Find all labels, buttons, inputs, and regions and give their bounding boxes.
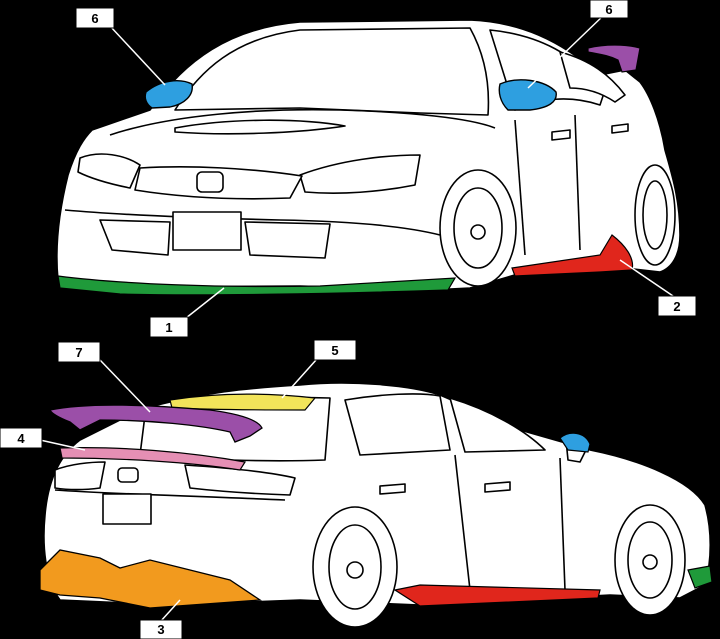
front-rear-window	[559, 51, 626, 103]
trunk-spoiler	[59, 447, 246, 471]
front-bumper	[64, 209, 441, 236]
rear-door-handle-2	[484, 481, 511, 493]
front-emblem	[196, 171, 224, 193]
rear-side-window-2	[449, 397, 546, 453]
front-hood	[109, 108, 496, 136]
rear-wing-front-view	[587, 44, 641, 73]
mirror-cover-front-left	[144, 80, 193, 109]
callout-1: 1	[149, 316, 189, 338]
leader-6-right	[527, 13, 606, 89]
callout-3: 3	[139, 619, 183, 639]
callout-6-right-label: 6	[605, 2, 612, 17]
rear-view-car	[43, 382, 712, 628]
front-lip-spoiler	[57, 275, 457, 296]
rear-side-window-1	[344, 393, 451, 456]
callout-1-label: 1	[165, 320, 172, 335]
front-windshield	[174, 27, 490, 116]
front-hub-front	[470, 224, 486, 240]
rear-hub-front	[642, 554, 658, 570]
leader-3	[159, 599, 181, 623]
callout-5-label: 5	[331, 343, 338, 358]
roof-spoiler	[169, 393, 317, 411]
rear-emblem	[117, 467, 139, 483]
mirror-cover-rear-view	[559, 432, 591, 453]
front-door-handle-2	[611, 123, 629, 134]
front-rim-rear	[642, 180, 668, 250]
front-lip-rear-view	[687, 565, 713, 589]
rear-trunk-line	[54, 489, 286, 501]
rear-door-line-2	[559, 457, 566, 591]
front-door-line	[514, 119, 526, 256]
leader-4	[39, 439, 86, 451]
callouts: 6 6 1 2 7 5 4 3	[0, 0, 697, 639]
rear-door-line	[454, 454, 471, 591]
callout-6-left-label: 6	[91, 11, 98, 26]
rear-diffuser	[39, 549, 262, 609]
front-door-handle	[551, 129, 571, 141]
rear-license-plate	[102, 493, 152, 525]
front-door-line-2	[574, 114, 581, 251]
callout-7: 7	[57, 341, 101, 363]
rear-hub-rear	[346, 561, 364, 579]
mirror-cover-front-right	[498, 79, 557, 111]
front-license-plate	[172, 211, 242, 251]
callout-6-right: 6	[589, 0, 629, 19]
rear-wing	[49, 404, 263, 443]
callout-6-left: 6	[75, 7, 115, 29]
front-hood-vent	[174, 119, 346, 135]
callout-4: 4	[0, 427, 43, 449]
leader-1	[185, 287, 225, 319]
leader-2	[619, 259, 677, 299]
front-lower-intake-left	[99, 219, 171, 256]
leader-6-left	[109, 25, 166, 86]
callout-2: 2	[657, 295, 697, 317]
callout-7-label: 7	[75, 345, 82, 360]
callout-4-label: 4	[17, 431, 25, 446]
front-headlight-left	[77, 153, 141, 189]
side-skirt-front-view	[511, 234, 634, 277]
callout-3-label: 3	[157, 622, 164, 637]
callout-5: 5	[313, 339, 357, 361]
callout-2-label: 2	[673, 299, 680, 314]
front-headlight-right	[299, 154, 421, 194]
rear-door-handle	[379, 483, 406, 495]
front-lower-intake-right	[244, 221, 331, 259]
side-skirt-rear-view	[393, 584, 601, 607]
rear-taillight-left	[54, 461, 106, 491]
leader-7	[99, 359, 151, 413]
